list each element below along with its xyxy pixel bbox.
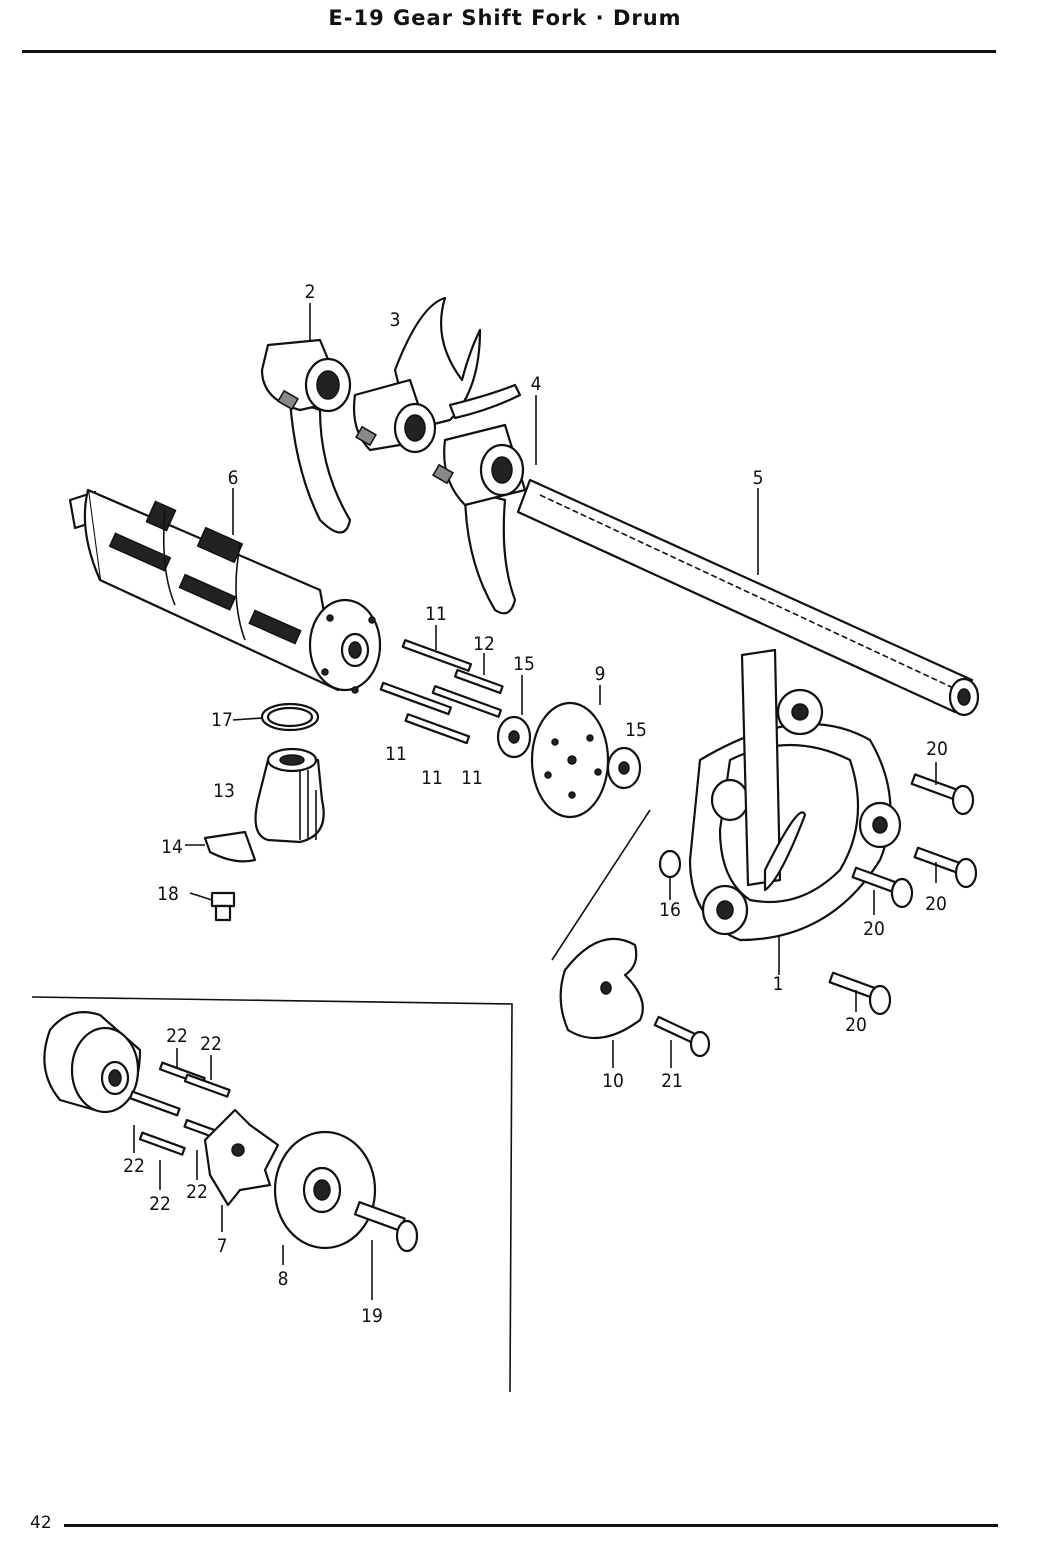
part-18-bolt — [210, 891, 236, 922]
part-4-fork — [432, 423, 527, 615]
callout-11-right: 11 — [461, 767, 483, 789]
callout-14: 14 — [161, 836, 183, 858]
callout-20-c: 20 — [863, 918, 885, 940]
part-22-pins — [129, 1061, 231, 1156]
callout-3: 3 — [390, 309, 401, 331]
callout-16: 16 — [659, 899, 681, 921]
inset-frame — [31, 996, 513, 1393]
part-14-tab — [203, 830, 257, 863]
part-1-cover — [688, 648, 902, 942]
part-3-fork — [352, 296, 522, 454]
callout-2: 2 — [305, 281, 316, 303]
part-6-shift-drum — [68, 488, 382, 694]
part-16-ring — [658, 849, 682, 879]
callout-8: 8 — [278, 1268, 289, 1290]
callout-6: 6 — [228, 467, 239, 489]
part-17-o-ring — [260, 702, 320, 732]
part-20-screws — [828, 773, 978, 1016]
part-7-star-cam — [203, 1108, 280, 1207]
callout-11-mid: 11 — [421, 767, 443, 789]
callout-19: 19 — [361, 1305, 383, 1327]
callout-11-left: 11 — [385, 743, 407, 765]
callout-12: 12 — [473, 633, 495, 655]
part-2-fork — [260, 338, 352, 534]
part-13-collar — [254, 747, 325, 844]
page-number: 42 — [30, 1513, 52, 1533]
callout-10: 10 — [602, 1070, 624, 1092]
part-19-bolt — [353, 1201, 419, 1253]
callout-7: 7 — [217, 1235, 228, 1257]
callout-4: 4 — [531, 373, 542, 395]
inset-drum-end — [43, 1011, 142, 1114]
callout-15-right: 15 — [625, 719, 647, 741]
callout-11-top: 11 — [425, 603, 447, 625]
part-5-shaft — [516, 478, 980, 717]
part-8-plate — [273, 1130, 377, 1250]
part-21-screw — [653, 1015, 711, 1058]
callout-20-a: 20 — [926, 738, 948, 760]
part-9-plate — [530, 701, 610, 819]
callout-22-a: 22 — [166, 1025, 188, 1047]
callout-1: 1 — [773, 973, 784, 995]
part-10-plate — [551, 809, 651, 1040]
callout-22-d: 22 — [149, 1193, 171, 1215]
callout-9: 9 — [595, 663, 606, 685]
top-rule — [22, 50, 996, 53]
callout-20-b: 20 — [925, 893, 947, 915]
callout-22-b: 22 — [200, 1033, 222, 1055]
bottom-rule — [64, 1524, 998, 1527]
callout-13: 13 — [213, 780, 235, 802]
callout-15-left: 15 — [513, 653, 535, 675]
callout-17: 17 — [211, 709, 233, 731]
callout-5: 5 — [753, 467, 764, 489]
callout-20-d: 20 — [845, 1014, 867, 1036]
callout-21: 21 — [661, 1070, 683, 1092]
callout-labels: 1 2 3 4 5 6 7 8 9 10 11 11 11 11 12 13 1… — [123, 281, 948, 1327]
page-title: E-19 Gear Shift Fork · Drum — [328, 6, 682, 30]
callout-18: 18 — [157, 883, 179, 905]
callout-22-e: 22 — [186, 1181, 208, 1203]
leader-lines — [133, 303, 937, 1300]
callout-22-c: 22 — [123, 1155, 145, 1177]
parts-11-12-pins — [379, 639, 504, 745]
